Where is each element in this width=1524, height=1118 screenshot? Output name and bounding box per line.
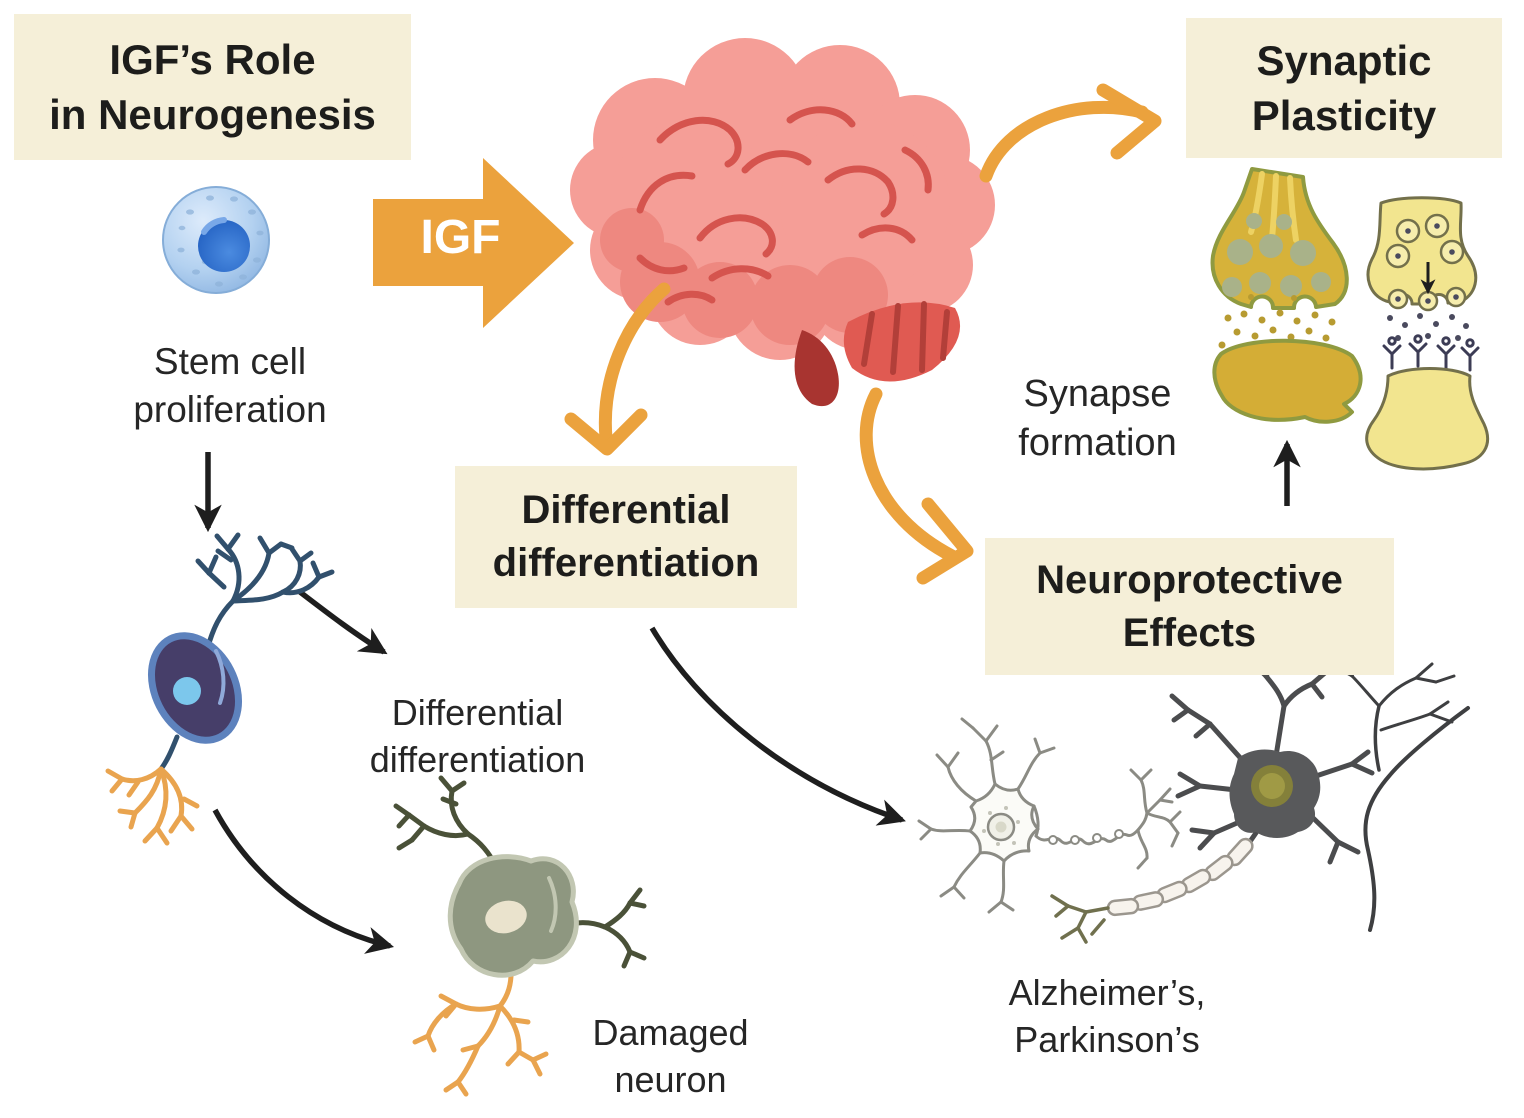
arrow-neuron-to-damaged-neuron xyxy=(212,808,395,954)
stem-cell-icon xyxy=(162,186,270,294)
synaptic-plasticity-text: Synaptic Plasticity xyxy=(1251,36,1437,139)
damaged-neuron-icon xyxy=(393,775,647,1097)
synapse-active-icon xyxy=(1210,167,1363,424)
title-box: IGF’s Role in Neurogenesis xyxy=(14,14,411,160)
damaged-neuron-caption: Damaged neuron xyxy=(592,1012,749,1100)
differential-differentiation-caption: Differential differentiation xyxy=(369,692,586,780)
arrow-brain-to-neuroprotective-effects xyxy=(859,387,974,585)
synapse-formation-caption: Synapse formation xyxy=(1018,373,1177,465)
neuroprotective-effects-text: Neuroprotective Effects xyxy=(1036,557,1343,655)
stem-cell-caption: Stem cell proliferation xyxy=(133,341,327,431)
title-text: IGF’s Role in Neurogenesis xyxy=(49,35,376,138)
arrow-differentiation-to-healthy-neurons xyxy=(649,626,906,826)
neuroprotective-effects-box: Neuroprotective Effects xyxy=(985,538,1394,675)
synaptic-plasticity-box: Synaptic Plasticity xyxy=(1186,18,1502,158)
arrow-brain-to-differential-differentiation xyxy=(564,282,671,456)
brain-icon xyxy=(570,38,995,407)
healthy-neurons-icon xyxy=(917,655,1470,944)
igf-arrow-icon xyxy=(373,158,574,328)
differential-differentiation-text: Differential differentiation xyxy=(492,488,760,585)
igf-arrow-label: IGF xyxy=(420,211,501,264)
arrow-neuron-to-differentiation-label xyxy=(298,589,388,655)
diseases-caption: Alzheimer’s, Parkinson’s xyxy=(1008,972,1206,1060)
arrow-brain-to-synaptic-plasticity xyxy=(979,83,1162,183)
immature-neuron-icon xyxy=(105,532,335,846)
synapse-forming-icon xyxy=(1365,196,1490,471)
differential-differentiation-box: Differential differentiation xyxy=(455,466,797,608)
